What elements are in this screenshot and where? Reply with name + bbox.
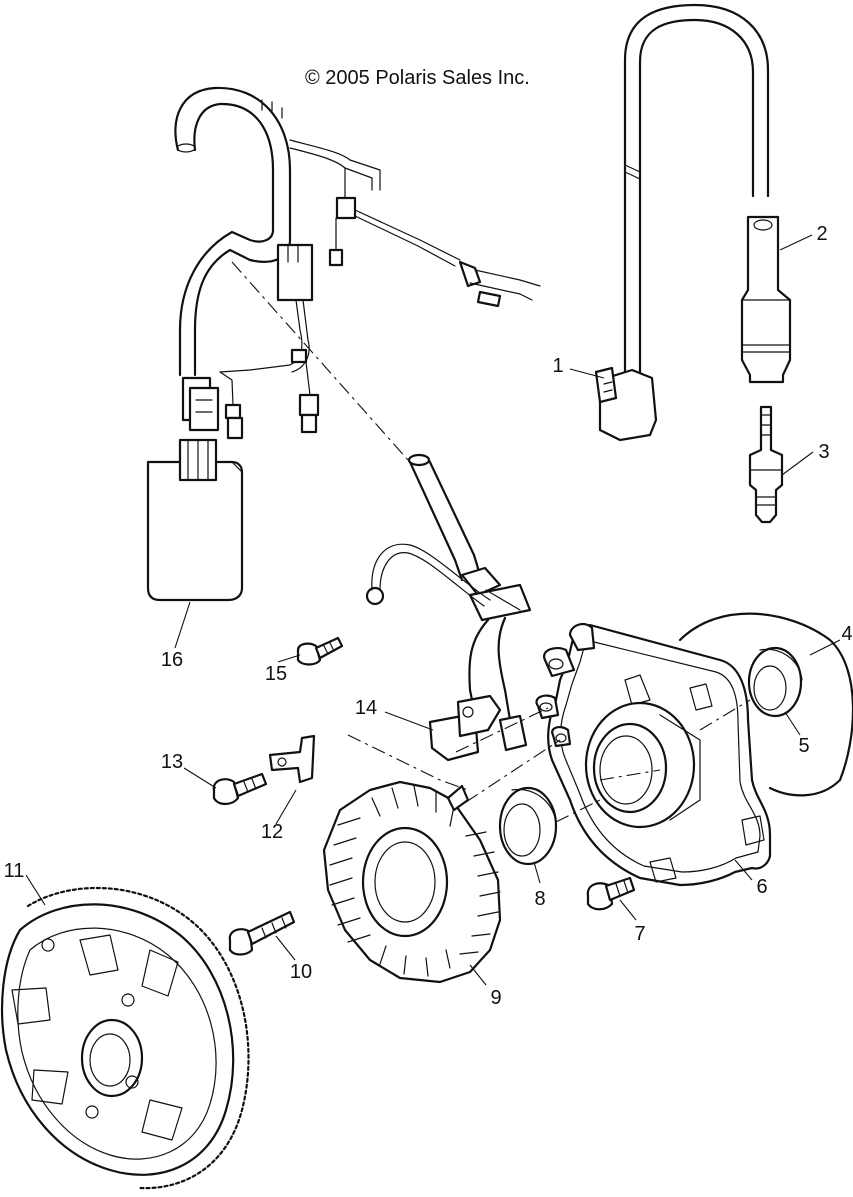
- callout-15: 15: [265, 663, 287, 685]
- callout-13: 13: [161, 751, 183, 773]
- callout-11: 11: [4, 860, 25, 882]
- part-14-pickup-sensor: [428, 694, 502, 762]
- callout-6: 6: [756, 876, 767, 898]
- part-7-bolt: [586, 876, 636, 911]
- callout-9: 9: [490, 987, 501, 1009]
- wiring-harness: [174, 86, 541, 440]
- part-12-bracket: [268, 734, 316, 784]
- callout-10: 10: [290, 961, 312, 983]
- part-3-spark-plug: [748, 405, 784, 524]
- part-11-flywheel: [0, 886, 250, 1190]
- callout-leaders: [25, 234, 841, 986]
- part-1-ignition-coil: [594, 366, 658, 442]
- callout-7: 7: [634, 923, 645, 945]
- callout-2: 2: [816, 223, 827, 245]
- stator-lead-wire: [365, 453, 532, 752]
- callout-labels: 1 2 3 4 5 6 7 8 9 10 11 12 13 14 15 16: [4, 223, 853, 1009]
- part-15-screw: [296, 636, 344, 666]
- callout-5: 5: [798, 735, 809, 757]
- assembly-phantom-lines: [231, 261, 751, 823]
- callout-16: 16: [161, 649, 183, 671]
- part-13-screw: [212, 772, 268, 806]
- callout-14: 14: [355, 697, 377, 719]
- callout-12: 12: [261, 821, 283, 843]
- callout-1: 1: [552, 355, 563, 377]
- callout-8: 8: [534, 888, 545, 910]
- callout-4: 4: [841, 623, 852, 645]
- part-9-stator: [322, 780, 502, 984]
- part-6-stator-plate: [535, 622, 772, 887]
- callout-3: 3: [818, 441, 829, 463]
- part-10-bolt: [228, 910, 296, 956]
- part-16-cdi-module: [146, 438, 244, 602]
- part-2-spark-plug-wire: [623, 3, 792, 384]
- part-8-seal: [498, 786, 558, 866]
- part-4-o-ring: [678, 612, 853, 797]
- copyright-text: © 2005 Polaris Sales Inc.: [305, 67, 530, 89]
- part-5-oil-seal: [747, 646, 803, 718]
